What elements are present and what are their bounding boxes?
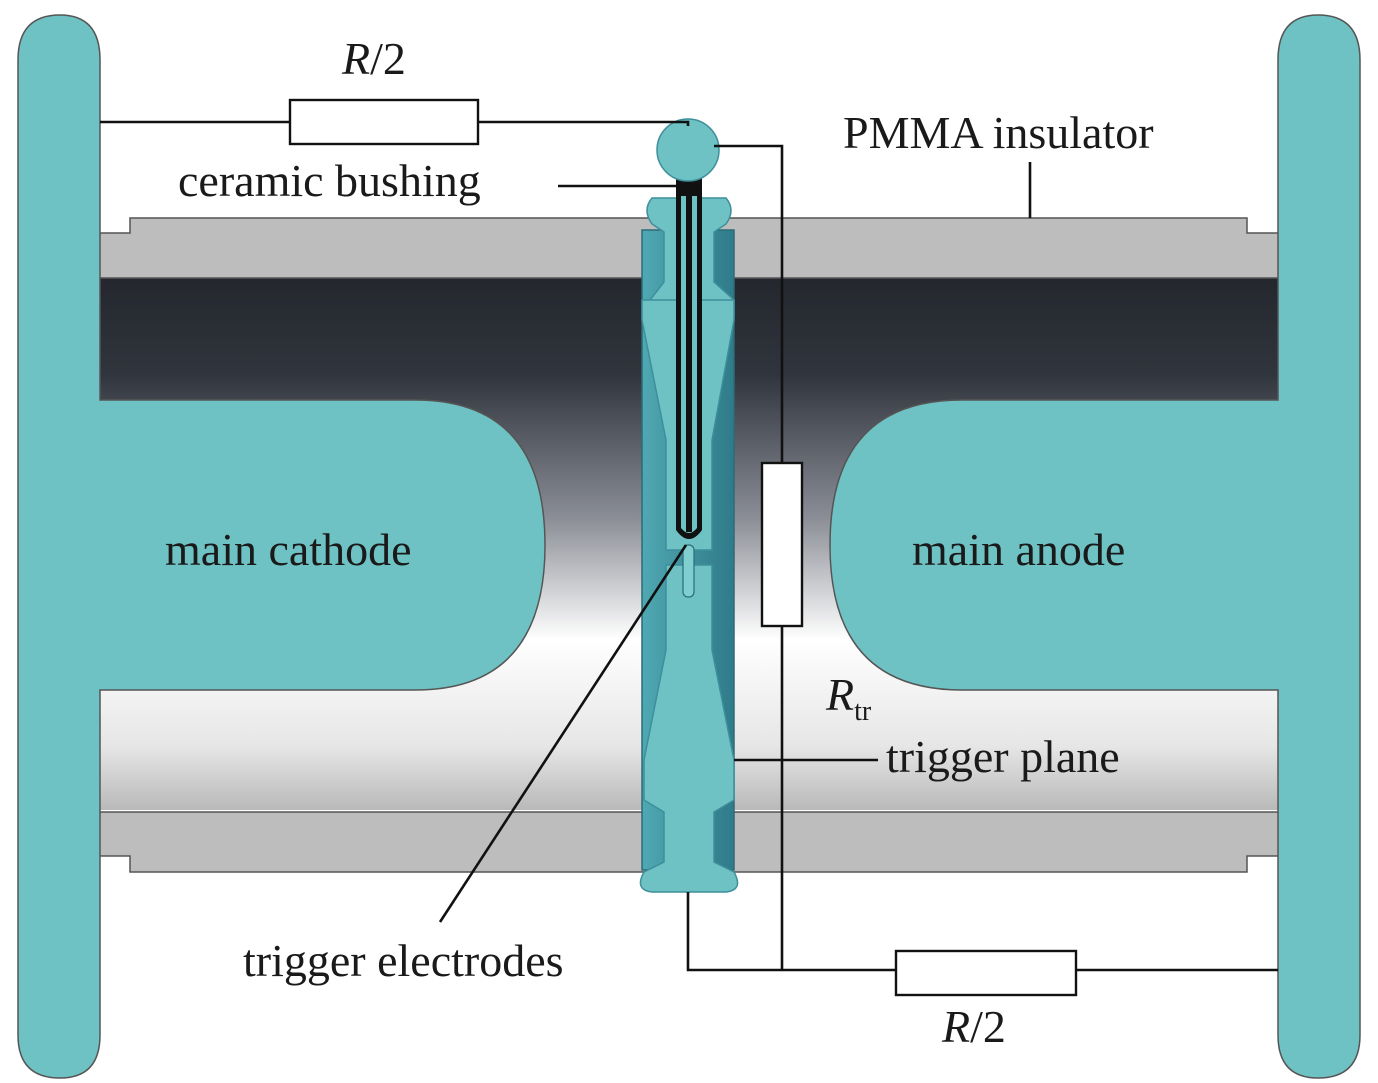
label-main-anode: main anode <box>912 524 1125 575</box>
label-r-half-bottom: R/2 <box>941 1001 1006 1052</box>
main-anode-electrode <box>829 14 1361 1079</box>
resistor-r-tr <box>760 461 804 628</box>
trigger-electrode-rods <box>676 178 702 539</box>
label-trigger-electrodes: trigger electrodes <box>243 935 564 986</box>
label-main-cathode: main cathode <box>165 524 412 575</box>
trigger-terminal-ball <box>656 118 720 182</box>
leader-lines <box>438 162 1032 923</box>
resistor-r-half-bottom <box>894 949 1078 997</box>
resistor-r-half-top <box>288 98 480 146</box>
label-pmma-insulator: PMMA insulator <box>843 107 1154 158</box>
main-cathode-electrode <box>17 14 546 1079</box>
label-ceramic-bushing: ceramic bushing <box>178 155 481 206</box>
label-r-tr: Rtr <box>825 669 872 727</box>
label-r-half-top: R/2 <box>341 33 406 84</box>
circuit-wiring <box>100 120 1278 972</box>
label-trigger-plane: trigger plane <box>886 731 1120 782</box>
